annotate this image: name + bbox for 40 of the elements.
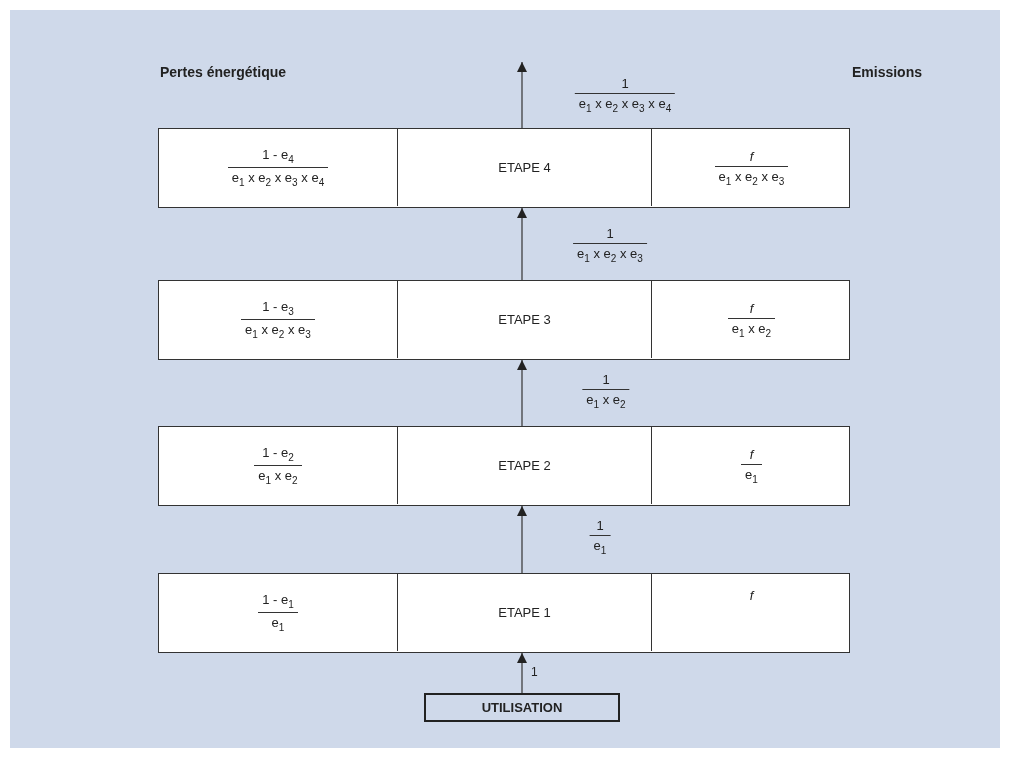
fraction-numerator: 1 [589, 518, 611, 536]
column-heading: Emissions [851, 64, 922, 80]
arrow [517, 652, 527, 694]
fraction-denominator: e$_{1}$ x e$_{2}$ x e$_{3}$ [244, 321, 312, 340]
fraction-denominator: e$_{1}$ x e$_{2}$ x e$_{3}$ x e$_{4}$ [230, 169, 326, 188]
fraction-numerator: f [714, 148, 789, 167]
fraction-numerator: f [741, 446, 762, 465]
arrow [517, 359, 527, 427]
fraction-denominator: e$_{1}$ x e$_{2}$ x e$_{3}$ [717, 167, 786, 187]
stage-row [158, 573, 850, 653]
fraction-numerator: 1 [582, 372, 630, 390]
stage-label: ETAPE 3 [498, 312, 551, 327]
stage-label: ETAPE 2 [498, 458, 551, 473]
fraction-denominator: e$_{1}$ [592, 537, 608, 556]
fraction-numerator: 1 [574, 76, 676, 94]
fraction-denominator: e$_{1}$ [744, 465, 759, 485]
fraction-numerator: 1 [573, 226, 647, 244]
column-heading: Pertes énergétique [160, 64, 287, 80]
arrow [517, 61, 527, 129]
fraction-numerator: f [727, 300, 776, 319]
fraction-denominator: e$_{1}$ [270, 614, 286, 633]
stage-row [158, 280, 850, 360]
fraction-denominator: e$_{1}$ x e$_{2}$ x e$_{3}$ [576, 245, 644, 264]
formula: f [749, 588, 754, 603]
stage-label: ETAPE 1 [498, 605, 551, 620]
fraction-numerator: 1 - e$_{4}$ [227, 147, 329, 168]
stage-label: ETAPE 4 [498, 160, 551, 175]
arrow [517, 505, 527, 574]
fraction-denominator: e$_{1}$ x e$_{2}$ [257, 467, 299, 486]
edge-label: 1 [531, 665, 538, 679]
fraction-denominator: e$_{1}$ x e$_{2}$ [585, 391, 627, 410]
usage-box: UTILISATION [424, 693, 620, 722]
stage-row [158, 426, 850, 506]
fraction-numerator: 1 - e$_{1}$ [258, 592, 298, 613]
arrow [517, 207, 527, 281]
fraction-numerator: 1 - e$_{2}$ [254, 445, 302, 466]
fraction-numerator: 1 - e$_{3}$ [241, 299, 315, 320]
fraction-denominator: e$_{1}$ x e$_{2}$ x e$_{3}$ x e$_{4}$ [577, 95, 673, 114]
stage-row [158, 128, 850, 208]
fraction-denominator: e$_{1}$ x e$_{2}$ [730, 319, 773, 339]
